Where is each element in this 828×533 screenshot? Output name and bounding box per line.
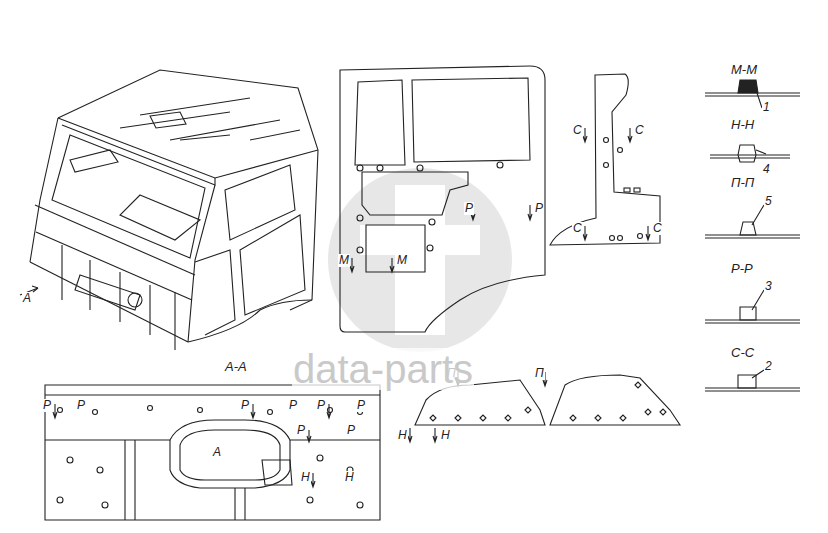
section-mark: Н: [344, 471, 355, 484]
section-mark: Р: [76, 399, 86, 412]
section-mark: Р: [346, 424, 356, 437]
view-marker: А: [22, 292, 32, 305]
callout-number: 3: [764, 280, 773, 293]
section-mark: М: [338, 254, 350, 267]
watermark-logo: [328, 168, 512, 352]
pillar-panel: [550, 74, 660, 245]
section-mark: Н: [300, 471, 311, 484]
section-mark: Р: [356, 399, 366, 412]
section-title: Н-Н: [730, 118, 755, 131]
callout-number: 2: [764, 360, 773, 373]
watermark: data-parts: [292, 348, 474, 390]
section-mark: С: [572, 124, 583, 137]
cab-body: [20, 70, 318, 350]
section-title: М-М: [730, 63, 758, 76]
rear-panel: [45, 385, 380, 520]
section-mark: М: [396, 254, 408, 267]
section-mark: Р: [42, 399, 52, 412]
section-title: С-С: [730, 346, 755, 359]
door-panel: [340, 66, 545, 332]
section-mark: Н: [397, 429, 408, 442]
section-mark: Р: [464, 202, 474, 215]
view-title: А-А: [224, 360, 248, 373]
section-mark: С: [634, 124, 645, 137]
section-mark: Р: [296, 424, 306, 437]
section-mark: С: [572, 222, 583, 235]
section-mark: П: [534, 367, 545, 380]
callout-number: 5: [764, 195, 773, 208]
callout-number: 1: [762, 101, 771, 114]
section-mark: Р: [316, 399, 326, 412]
section-mark: Р: [240, 399, 250, 412]
callout-number: 4: [762, 163, 771, 176]
view-marker: А: [212, 446, 222, 459]
section-mark: Р: [288, 399, 298, 412]
section-views: [705, 80, 800, 391]
section-mark: Р: [534, 202, 544, 215]
section-mark: С: [652, 222, 663, 235]
section-title: Р-Р: [730, 262, 754, 275]
section-mark: Н: [440, 429, 451, 442]
section-title: П-П: [730, 176, 755, 189]
